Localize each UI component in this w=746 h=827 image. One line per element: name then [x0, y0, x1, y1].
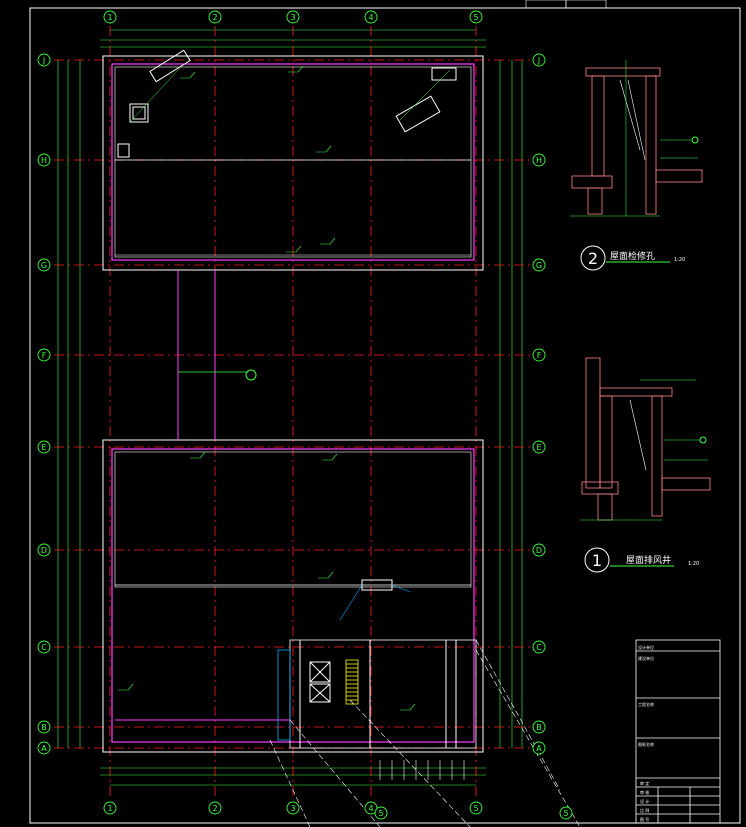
grid-bubble-col-2-bottom-circle	[208, 801, 222, 815]
grid-bubble-col-1-bottom-label: 1	[107, 804, 112, 813]
grid-bubble-col-1-top-circle	[103, 10, 117, 24]
grid-bubble-col-3-top-label: 3	[290, 13, 295, 22]
grid-bubble-row-B-left-circle	[37, 720, 51, 734]
title-block-project: 工程名称	[638, 701, 654, 707]
grid-bubble-row-H-left-label: H	[41, 156, 47, 165]
title-block-review: 审 核	[640, 789, 649, 795]
grid-bubble-row-G-left-circle	[37, 258, 51, 272]
grid-bubble-col-3-bottom-label: 3	[290, 804, 295, 813]
grid-bubble-row-J-right-label: J	[537, 56, 540, 65]
grid-bubble-col-2-top-circle	[208, 10, 222, 24]
grid-bubble-row-D-left-label: D	[41, 546, 47, 555]
detail-bubble-mid	[245, 369, 257, 381]
grid-bubble-row-E-left-label: E	[41, 443, 46, 452]
grid-bubble-row-J-left-circle	[37, 53, 51, 67]
roof-lower-block	[102, 439, 484, 753]
grid-bubble-col-5-top-circle	[469, 10, 483, 24]
grid-bubble-row-F-left-circle	[37, 348, 51, 362]
stair-run	[345, 659, 359, 705]
drawing-frame	[29, 7, 741, 824]
grid-bubble-col-2-bottom-label: 2	[212, 804, 217, 813]
detail-2-number: 2	[588, 249, 598, 268]
detail-2-scale: 1:20	[674, 257, 685, 263]
frame-corner-tab-2	[565, 0, 607, 9]
parapet-links	[177, 270, 216, 440]
grid-bubble-row-C-left-circle	[37, 640, 51, 654]
title-block	[635, 639, 721, 824]
title-block-scale: 比 例	[640, 807, 649, 813]
grid-bubble-row-A-left-label: A	[41, 744, 47, 753]
grid-bubble-col-5-aux-b-label: 5	[563, 809, 568, 818]
grid-bubble-col-3-bottom-circle	[286, 801, 300, 815]
title-block-client: 建设单位	[638, 655, 654, 661]
frame-corner-tab	[525, 0, 567, 9]
grid-bubble-row-B-right-label: B	[536, 723, 542, 732]
grid-bubble-row-C-left-label: C	[41, 643, 47, 652]
grid-bubble-row-G-left-label: G	[41, 261, 47, 270]
detail-1-scale: 1:20	[688, 561, 699, 567]
detail-2-bubble	[580, 245, 606, 271]
grid-bubble-col-1-bottom-circle	[103, 801, 117, 815]
grid-bubble-row-E-left-circle	[37, 440, 51, 454]
title-block-design: 设 计	[640, 798, 649, 804]
grid-bubble-row-C-right-circle	[532, 640, 546, 654]
grid-bubble-row-H-left-circle	[37, 153, 51, 167]
grid-bubble-row-C-right-label: C	[536, 643, 542, 652]
grid-bubble-row-F-left-label: F	[42, 351, 47, 360]
title-block-number: 图 号	[640, 816, 649, 822]
grid-bubble-row-D-left-circle	[37, 543, 51, 557]
detail-1-bubble	[584, 547, 610, 573]
grid-bubble-col-1-top-label: 1	[107, 13, 112, 22]
grid-bubble-row-A-right-circle	[532, 741, 546, 755]
grid-bubble-row-B-left-label: B	[41, 723, 47, 732]
grid-bubble-col-5-bottom-circle	[469, 801, 483, 815]
grid-bubble-col-4-bottom-label: 4	[368, 804, 373, 813]
grid-bubble-row-E-right-label: E	[536, 443, 541, 452]
detail-1-number: 1	[592, 551, 602, 570]
grid-bubble-row-D-right-circle	[532, 543, 546, 557]
grid-bubble-row-H-right-circle	[532, 153, 546, 167]
axis-lines	[54, 26, 535, 800]
grid-bubble-col-5-aux-a-label: 5	[378, 809, 383, 818]
grid-bubble-row-A-right-label: A	[536, 744, 542, 753]
detail-2-title: 屋面检修孔	[610, 250, 655, 262]
detail-1-title: 屋面排风井	[626, 554, 671, 566]
grid-bubble-row-H-right-label: H	[536, 156, 542, 165]
detail-2-section	[570, 60, 703, 217]
grid-bubble-row-G-right-label: G	[536, 261, 542, 270]
grid-bubble-row-B-right-circle	[532, 720, 546, 734]
grid-bubble-col-5-top-label: 5	[473, 13, 478, 22]
title-block-drawing: 图纸名称	[638, 741, 654, 747]
grid-bubble-col-2-top-label: 2	[212, 13, 217, 22]
grid-bubble-row-G-right-circle	[532, 258, 546, 272]
grid-bubble-col-4-top-circle	[364, 10, 378, 24]
grid-bubble-row-F-right-circle	[532, 348, 546, 362]
grid-bubble-col-5-bottom-label: 5	[473, 804, 478, 813]
grid-bubble-col-4-top-label: 4	[368, 13, 373, 22]
grid-bubble-col-3-top-circle	[286, 10, 300, 24]
grid-bubble-row-A-left-circle	[37, 741, 51, 755]
title-block-designer: 设计单位	[638, 644, 654, 650]
roof-upper-block	[102, 49, 484, 271]
leader-diagonals	[269, 639, 581, 827]
grid-bubble-row-J-left-label: J	[42, 56, 45, 65]
grid-bubble-col-5-aux-b-circle	[559, 806, 573, 820]
grid-bubble-row-E-right-circle	[532, 440, 546, 454]
grid-bubble-row-F-right-label: F	[537, 351, 542, 360]
bottom-ticks	[379, 760, 465, 780]
detail-1-section	[580, 357, 711, 521]
dimension-lines	[57, 29, 523, 786]
title-block-approve: 审 定	[640, 780, 649, 786]
grid-bubble-row-J-right-circle	[532, 53, 546, 67]
slope-annotations	[118, 65, 416, 711]
grid-bubble-row-D-right-label: D	[536, 546, 542, 555]
grid-bubble-col-5-aux-a-circle	[374, 806, 388, 820]
